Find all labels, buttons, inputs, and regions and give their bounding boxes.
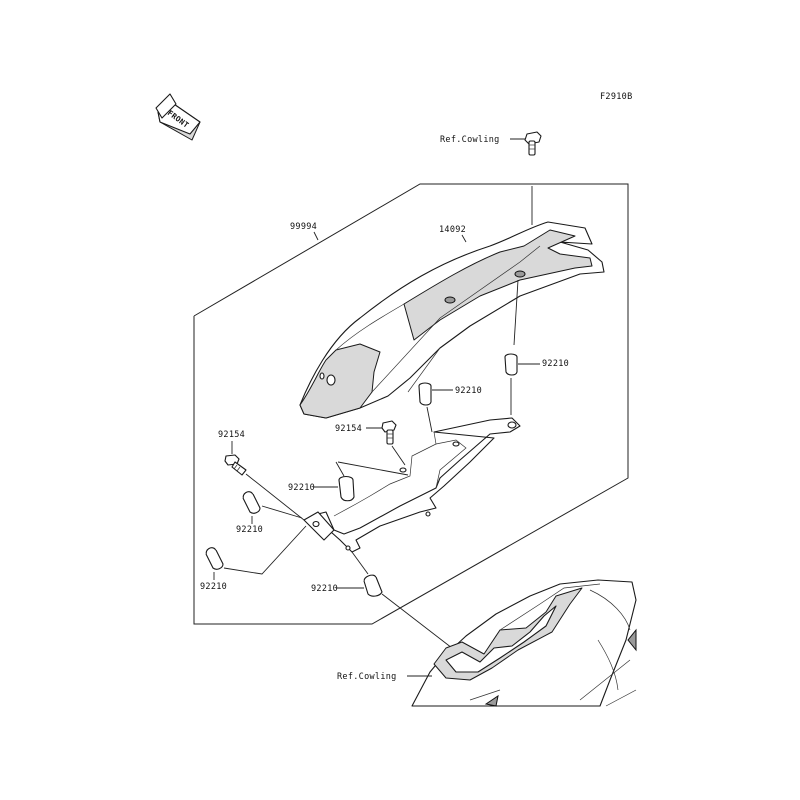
bolt-mid-label: 92154 xyxy=(335,424,362,434)
cover-label: 14092 xyxy=(439,225,466,235)
cowling-bolt-top xyxy=(524,131,542,156)
collar-92210-mid xyxy=(418,382,432,406)
collar-92210-right xyxy=(504,353,518,376)
mounting-bracket xyxy=(303,417,521,553)
bolt-92154-left xyxy=(224,454,247,476)
seat-cover-14092 xyxy=(299,221,605,419)
collar-right-label: 92210 xyxy=(542,359,569,369)
collar-92210-bottom xyxy=(363,574,383,597)
collar-center-label: 92210 xyxy=(288,483,315,493)
front-arrow-icon: FRONT xyxy=(155,93,201,141)
collar-left-lower-label: 92210 xyxy=(200,582,227,592)
rear-cowling-reference xyxy=(411,579,637,707)
kit-number-label: 99994 xyxy=(290,222,317,232)
ref-cowling-bottom-label: Ref.Cowling xyxy=(337,672,397,682)
kit-frame xyxy=(193,183,629,625)
figure-code: F2910B xyxy=(600,92,633,102)
collar-92210-left-lower xyxy=(205,547,224,570)
ref-cowling-top-label: Ref.Cowling xyxy=(440,135,500,145)
collar-mid-label: 92210 xyxy=(455,386,482,396)
bolt-left-label: 92154 xyxy=(218,430,245,440)
collar-92210-center xyxy=(338,475,355,502)
collar-bottom-label: 92210 xyxy=(311,584,338,594)
collar-left-upper-label: 92210 xyxy=(236,525,263,535)
collar-92210-left-upper xyxy=(242,491,261,514)
bolt-92154-mid xyxy=(381,420,397,445)
